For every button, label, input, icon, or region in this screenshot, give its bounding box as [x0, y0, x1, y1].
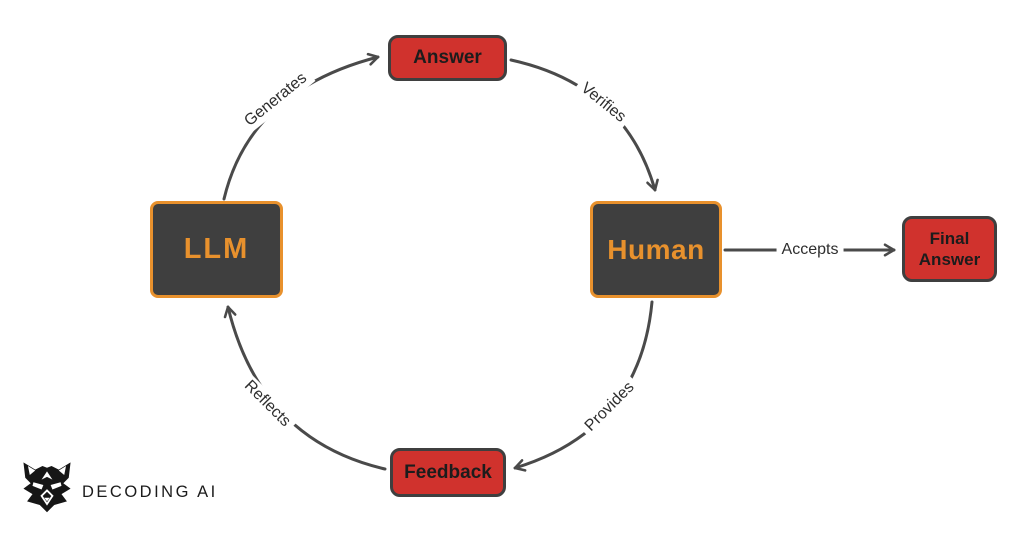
node-answer-label: Answer: [413, 47, 482, 68]
node-llm: LLM: [150, 201, 283, 298]
node-human: Human: [590, 201, 722, 298]
node-feedback-label: Feedback: [404, 461, 492, 483]
brand-name: DECODING AI: [82, 482, 218, 501]
brand-watermark: DECODING AI: [18, 456, 218, 514]
node-feedback: Feedback: [390, 448, 506, 497]
node-llm-label: LLM: [183, 233, 250, 265]
wolf-logo-icon: [23, 462, 71, 513]
node-human-label: Human: [607, 233, 705, 265]
node-final-answer-label: Final Answer: [918, 228, 981, 269]
edge-label-accepts: Accepts: [776, 240, 844, 260]
node-final-answer: Final Answer: [902, 216, 997, 282]
node-answer: Answer: [388, 35, 507, 81]
